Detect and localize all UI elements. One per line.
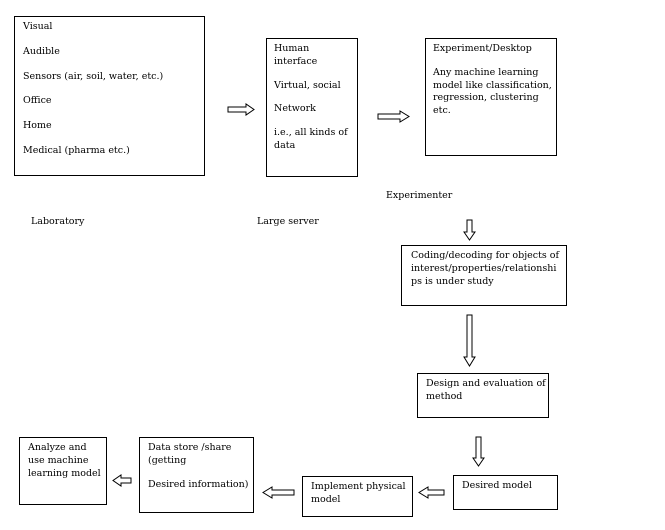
arrow-left-icon <box>418 486 445 499</box>
experiment-line-4: etc. <box>433 105 451 117</box>
server-box: Human interface Virtual, social Network … <box>266 38 358 177</box>
datastore-box: Data store /share (getting Desired infor… <box>139 437 254 513</box>
datastore-line-2: (getting <box>148 454 187 466</box>
coding-box: Coding/decoding for objects of interest/… <box>401 245 567 306</box>
arrow-right-icon <box>227 103 255 116</box>
design-box: Design and evaluation of method <box>417 373 549 418</box>
large-server-label: Large server <box>257 216 319 227</box>
implement-line-2: model <box>311 493 341 505</box>
desired-model-box: Desired model <box>453 475 558 510</box>
arrow-left-icon <box>112 474 132 487</box>
analyze-box: Analyze and use machine learning model <box>19 437 107 505</box>
experiment-line-3: regression, clustering <box>433 92 539 104</box>
source-visual: Visual <box>23 21 53 32</box>
server-line-2: interface <box>274 55 318 67</box>
server-line-6: data <box>274 140 296 152</box>
source-audible: Audible <box>23 45 60 57</box>
datastore-line-3: Desired information) <box>148 478 249 490</box>
experiment-line-1: Any machine learning <box>433 66 539 78</box>
sources-box: Visual Audible Sensors (air, soil, water… <box>14 16 205 176</box>
experiment-line-2: model like classification, <box>433 79 552 91</box>
arrow-down-icon <box>463 314 476 367</box>
experiment-box: Experiment/Desktop Any machine learning … <box>425 38 557 156</box>
server-line-5: i.e., all kinds of <box>274 127 348 139</box>
source-sensors: Sensors (air, soil, water, etc.) <box>23 70 164 82</box>
coding-line-1: Coding/decoding for objects of <box>411 250 560 261</box>
datastore-line-1: Data store /share <box>148 442 232 453</box>
arrow-right-icon <box>377 110 410 123</box>
source-office: Office <box>23 95 52 107</box>
desired-model-label: Desired model <box>462 480 532 491</box>
laboratory-label: Laboratory <box>31 216 85 227</box>
coding-line-2: interest/properties/relationshi <box>411 262 557 274</box>
analyze-line-2: use machine <box>28 454 89 466</box>
arrow-left-icon <box>262 486 295 499</box>
server-line-1: Human <box>274 43 310 54</box>
server-line-4: Network <box>274 103 316 115</box>
analyze-line-1: Analyze and <box>28 442 87 453</box>
design-line-1: Design and evaluation of <box>426 378 546 389</box>
analyze-line-3: learning model <box>28 467 101 479</box>
experimenter-label: Experimenter <box>386 190 453 201</box>
implement-box: Implement physical model <box>302 476 413 517</box>
server-line-3: Virtual, social <box>274 79 341 91</box>
experiment-title: Experiment/Desktop <box>433 43 532 54</box>
source-medical: Medical (pharma etc.) <box>23 145 130 157</box>
implement-line-1: Implement physical <box>311 481 406 492</box>
arrow-down-icon <box>463 219 476 241</box>
source-home: Home <box>23 120 52 132</box>
design-line-2: method <box>426 390 463 402</box>
arrow-down-icon <box>472 436 485 467</box>
coding-line-3: ps is under study <box>411 275 494 287</box>
